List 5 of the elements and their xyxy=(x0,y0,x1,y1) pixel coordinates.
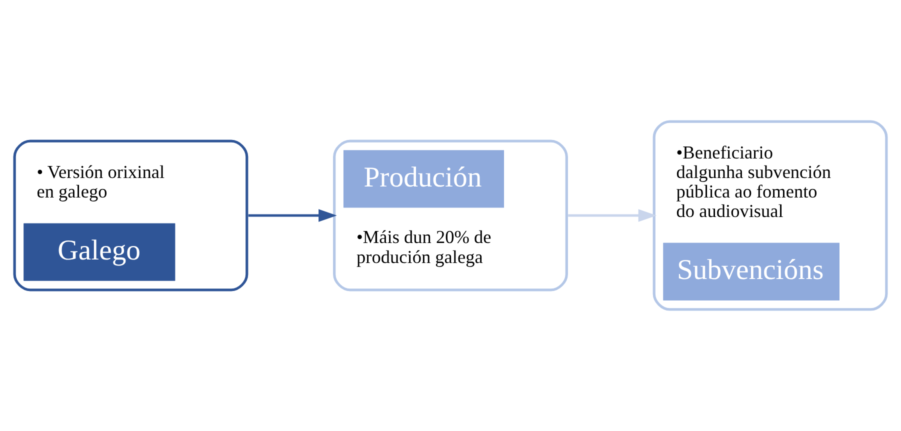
node-box: •Beneficiario dalgunha subvención pública ao fomento do audiovisual Subvencións xyxy=(652,120,888,311)
arrow xyxy=(248,209,337,222)
node-box: • Versión orixinal en galego Galego xyxy=(13,140,248,292)
arrow xyxy=(568,209,657,222)
node-box: Produción •Máis dun 20% de produción galega xyxy=(333,140,568,292)
